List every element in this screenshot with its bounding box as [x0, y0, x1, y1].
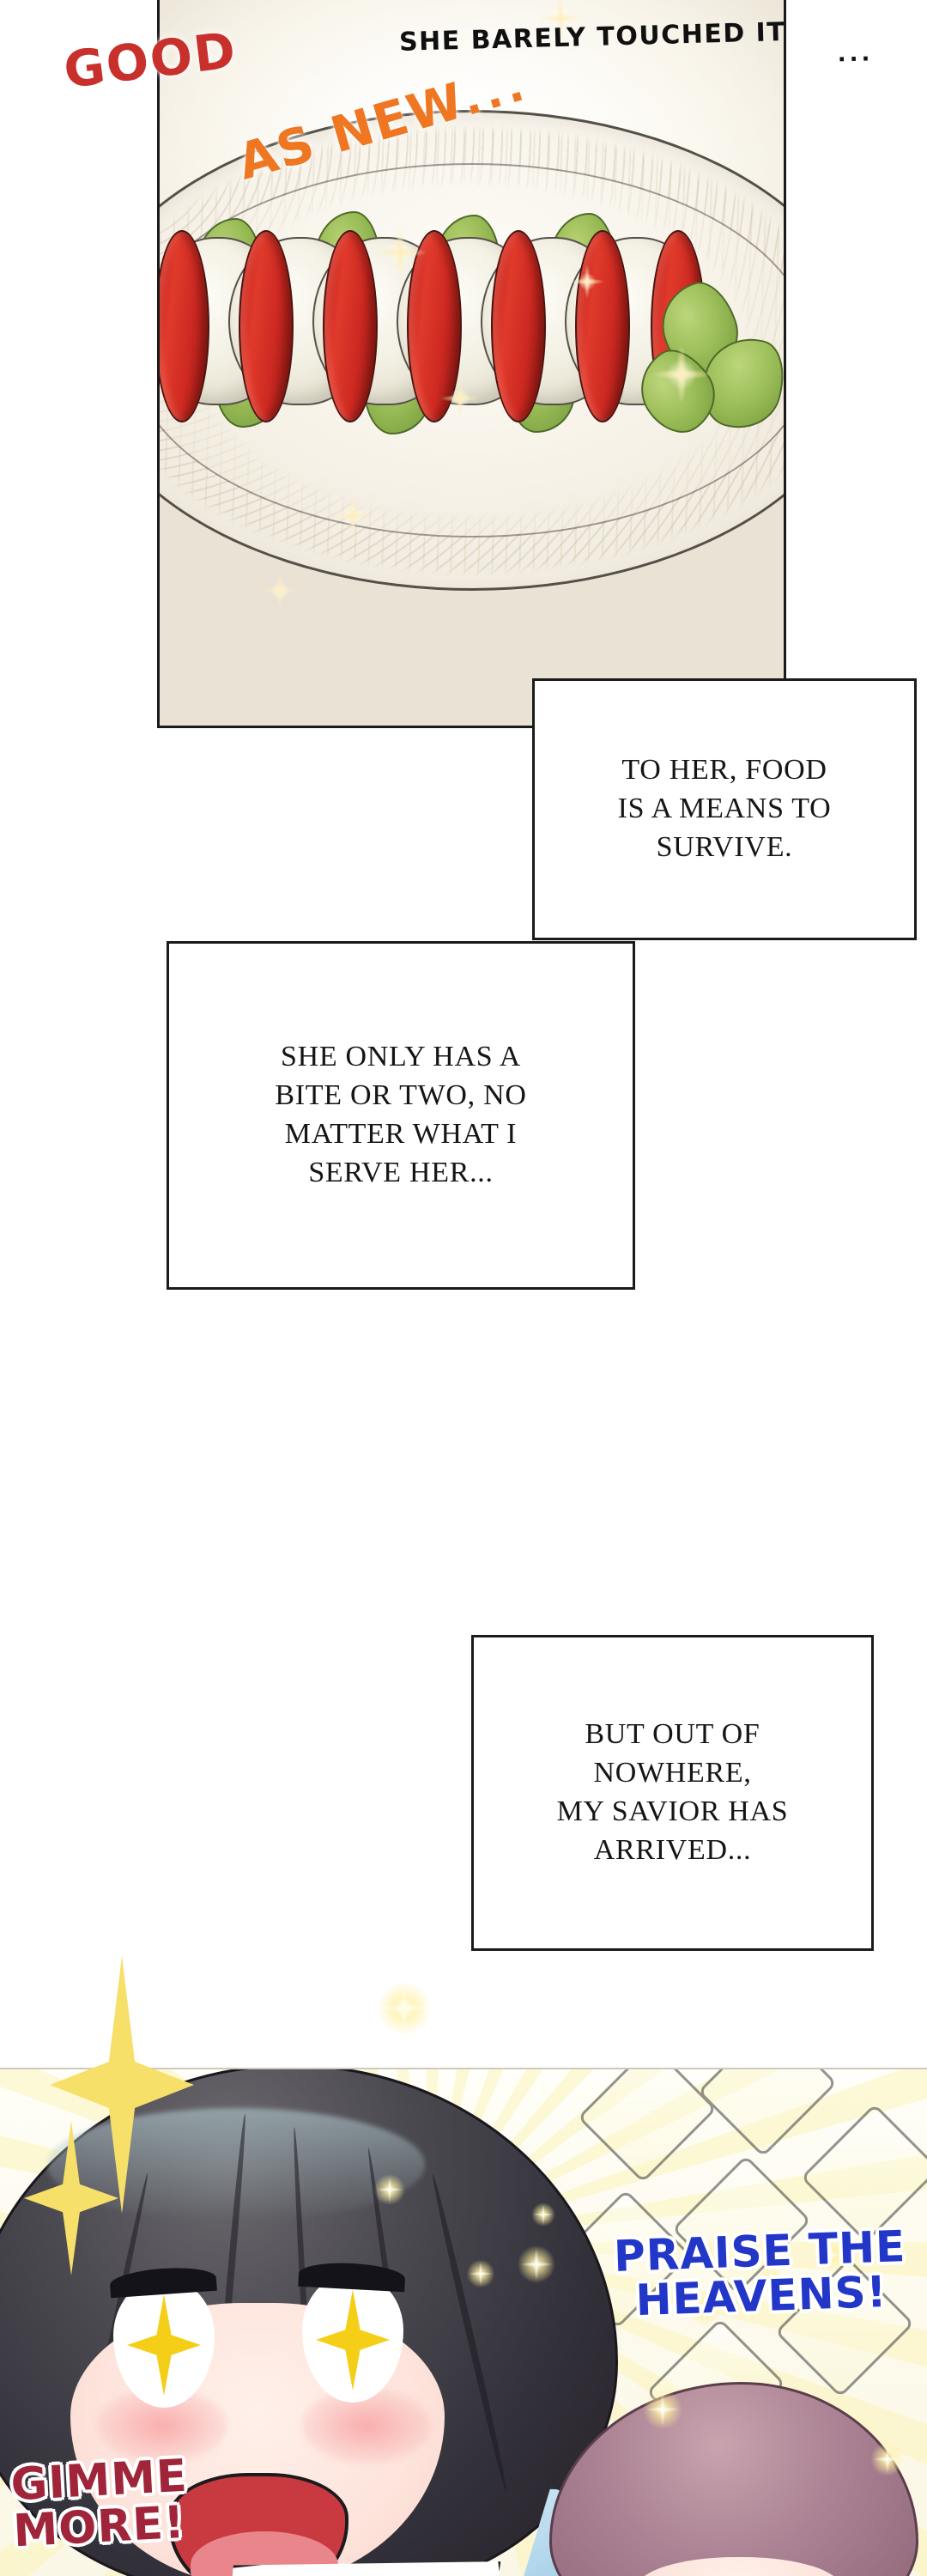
honeycomb-cell: [671, 2154, 812, 2295]
tomato-slice: [575, 230, 630, 422]
sparkling-eyes-reaction-panel: PRAISE THE HEAVENS! GIMME MORE!: [0, 2068, 927, 2576]
caprese-arrangement: [160, 211, 784, 446]
character-face-secondary: [637, 2557, 841, 2576]
basil-garnish-cluster: [625, 274, 784, 446]
honeycomb-cell: [697, 2069, 838, 2158]
tomato-slice: [491, 230, 546, 422]
honeycomb-cell: [800, 2103, 927, 2244]
honeycomb-cell: [774, 2257, 915, 2398]
honeycomb-cell: [577, 2069, 718, 2184]
plate-rim: [160, 110, 784, 591]
narration-text: SHE ONLY HAS A BITE OR TWO, NO MATTER WH…: [275, 1041, 527, 1188]
sparkle-icon: [256, 567, 304, 615]
tomato-slice: [407, 230, 462, 422]
narration-box-she-only-has-a-bite: SHE ONLY HAS A BITE OR TWO, NO MATTER WH…: [167, 941, 635, 1290]
tomato-slice: [323, 230, 378, 422]
tomato-slice: [160, 230, 209, 422]
dialogue-ellipsis: ...: [837, 40, 874, 68]
plated-dish-panel: [157, 0, 786, 728]
tomato-slice: [239, 230, 294, 422]
narration-text: BUT OUT OF NOWHERE, MY SAVIOR HAS ARRIVE…: [556, 1718, 789, 1866]
narration-box-but-out-of-nowhere: BUT OUT OF NOWHERE, MY SAVIOR HAS ARRIVE…: [471, 1635, 874, 1951]
open-mouth: [168, 2473, 348, 2576]
blush-right: [302, 2389, 431, 2463]
narration-text: TO HER, FOOD IS A MEANS TO SURVIVE.: [617, 754, 832, 863]
narration-box-to-her-food: TO HER, FOOD IS A MEANS TO SURVIVE.: [532, 678, 917, 940]
sparkle-icon: [371, 1975, 438, 2042]
